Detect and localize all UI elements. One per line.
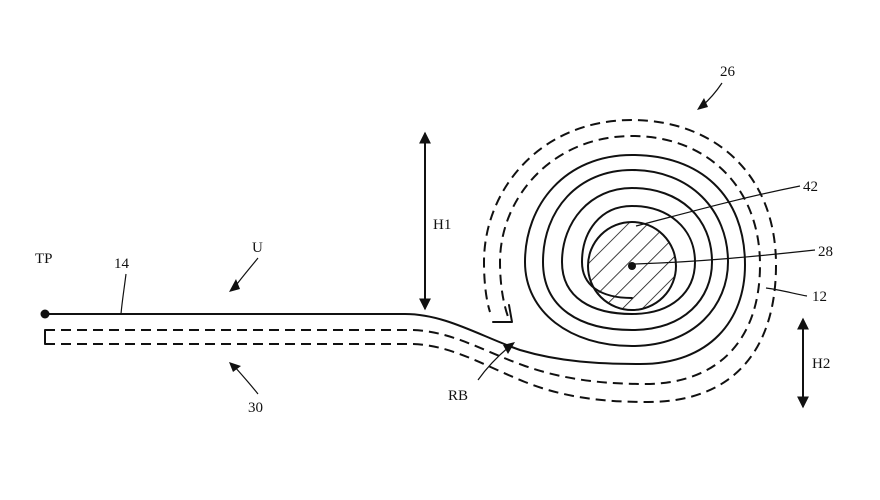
leader-42 xyxy=(635,185,801,227)
dashed-strip-upper xyxy=(45,134,762,386)
core-center-dot xyxy=(628,262,636,270)
leader-12 xyxy=(765,287,808,297)
leader-28 xyxy=(633,249,816,265)
label-tp: TP xyxy=(35,251,53,267)
core xyxy=(587,221,677,311)
label-26: 26 xyxy=(720,64,736,80)
label-14: 14 xyxy=(114,256,130,272)
label-h1: H1 xyxy=(433,217,451,233)
label-h2: H2 xyxy=(812,356,830,372)
pointer-26-head xyxy=(697,98,708,110)
leader-14 xyxy=(120,273,127,315)
label-28: 28 xyxy=(818,244,833,260)
solid-strip-line xyxy=(44,154,746,365)
label-12: 12 xyxy=(812,289,827,305)
dashed-strip-tail xyxy=(492,304,513,323)
pointer-rb-head xyxy=(503,342,515,354)
label-rb: RB xyxy=(448,388,468,404)
pointer-u-head xyxy=(229,279,240,292)
dashed-strip xyxy=(44,118,778,404)
label-42: 42 xyxy=(803,179,818,195)
pointer-30-head xyxy=(229,362,241,372)
dashed-strip-lower xyxy=(45,118,778,404)
label-30: 30 xyxy=(248,400,263,416)
pointer-30 xyxy=(233,365,259,395)
label-u: U xyxy=(252,240,263,256)
solid-strip xyxy=(40,154,746,365)
